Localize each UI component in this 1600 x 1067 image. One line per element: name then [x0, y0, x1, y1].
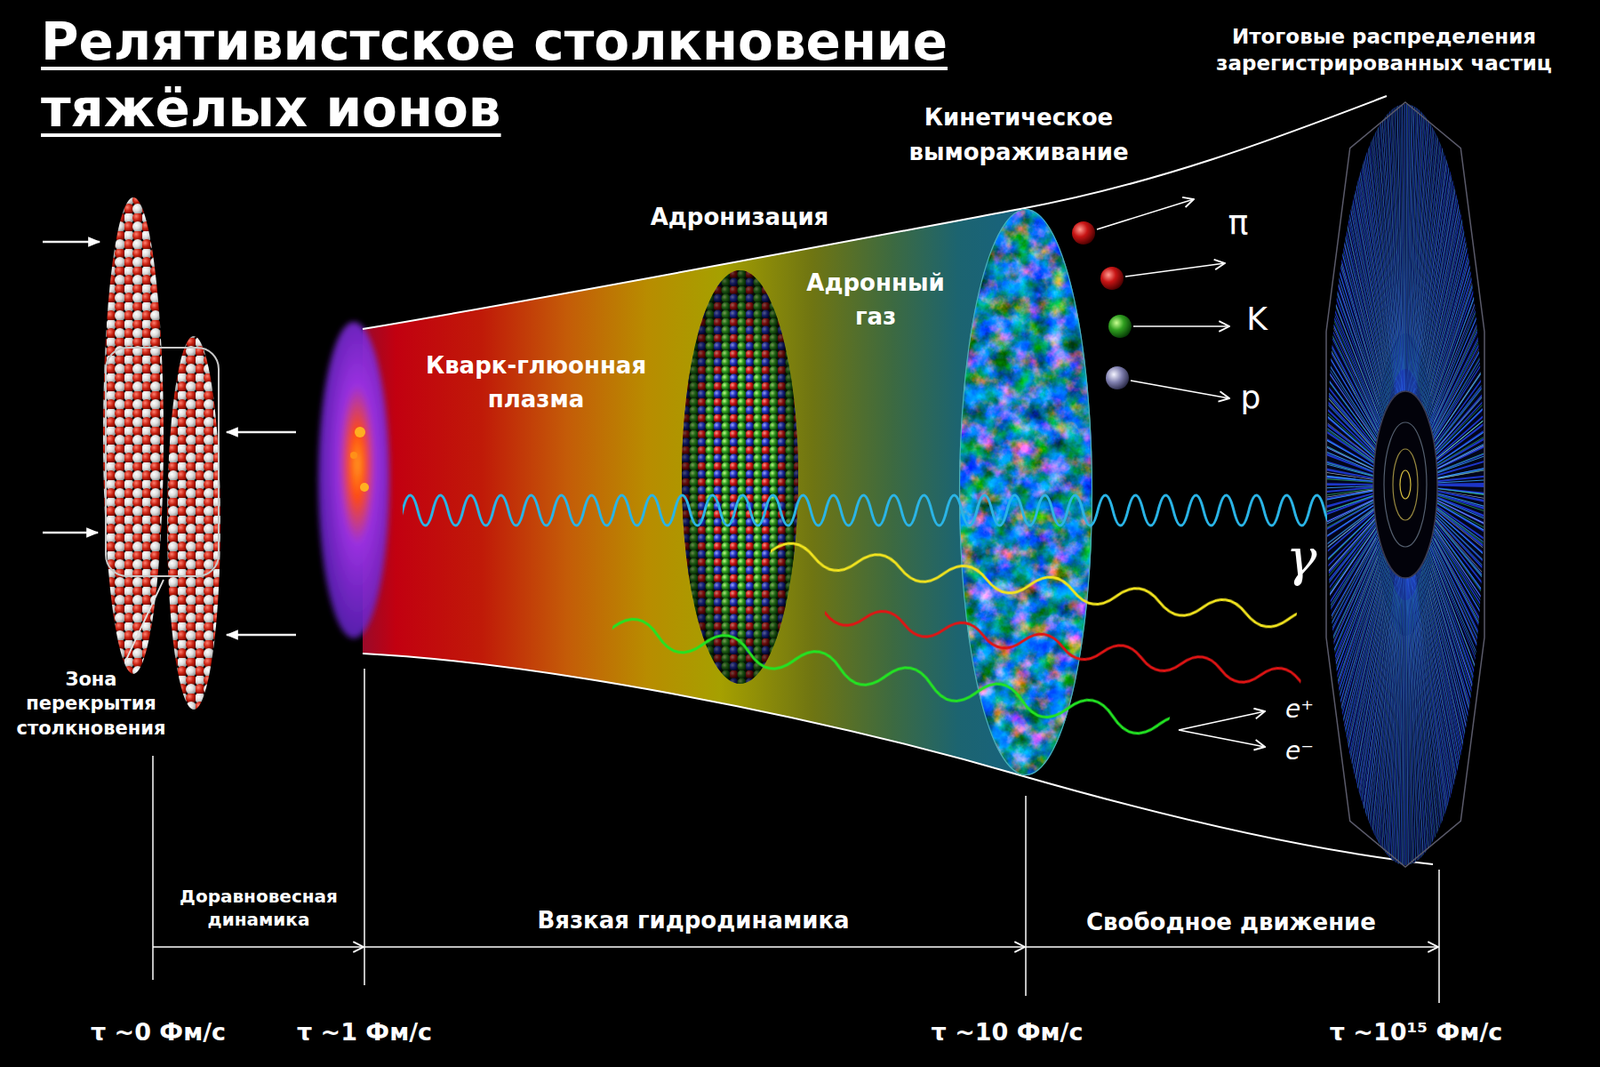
lepton-arrow [1178, 711, 1265, 730]
label-holder: τ ~10¹⁵ Фм/с [1309, 1016, 1523, 1048]
freezeout-surface [959, 208, 1093, 776]
hot-spot [360, 482, 369, 492]
lepton-arrow [1178, 729, 1265, 747]
motion-arrow [226, 633, 296, 637]
node-label: Зона перекрытия столкновения [8, 667, 174, 741]
particle-label: p [1224, 377, 1278, 416]
detector-shape [1326, 102, 1485, 867]
label-holder: τ ~10 Фм/с [900, 1016, 1114, 1048]
fireball-region [362, 208, 1024, 776]
hadron-cloud-shade [681, 270, 799, 684]
rrect-shape [104, 346, 220, 577]
motion-arrow [226, 431, 296, 434]
label-holder: π [1211, 202, 1265, 244]
lepton-label: e⁻ [1272, 736, 1327, 767]
detector-ring [1392, 448, 1418, 520]
label-holder: Доравновесная динамика [155, 884, 362, 931]
time-label: τ ~1 Фм/с [257, 1016, 472, 1048]
particle-arrow [1133, 325, 1230, 328]
motion-arrow [42, 531, 98, 535]
particle-label: K [1230, 299, 1284, 338]
detector-svg [1326, 102, 1485, 867]
label-holder: Кварк-глюонная плазма [384, 349, 688, 416]
label-holder: τ ~1 Фм/с [257, 1016, 472, 1048]
freeze-shape [959, 208, 1093, 776]
overlap-zone-outline [105, 347, 219, 576]
leader-line [125, 579, 164, 662]
label-holder: γ [1265, 529, 1337, 587]
detector-ground [1326, 102, 1485, 867]
time-label: τ ~10¹⁵ Фм/с [1309, 1016, 1523, 1048]
stage-label: Вязкая гидродинамика [417, 905, 969, 936]
expansion-edge [362, 653, 1433, 864]
hadron-shape [681, 270, 799, 684]
rrect-svg [104, 346, 220, 577]
time-tick [363, 668, 366, 985]
nucleus [167, 336, 221, 710]
time-tick [152, 755, 154, 980]
inner-detector [1373, 391, 1438, 578]
particle-arrow [1096, 199, 1194, 230]
nucleus [103, 197, 164, 674]
initial-fireball [318, 321, 390, 639]
time-tick [1024, 795, 1027, 996]
stage-label: Свободное движение [1035, 907, 1427, 938]
node-label: Итоговые распределения зарегистрированны… [1175, 24, 1593, 78]
particle-tracks [1350, 217, 1461, 752]
overlap-zone: Зона перекрытия столкновения [8, 346, 232, 741]
time-arrow [364, 945, 1025, 948]
detector-ring [1384, 422, 1427, 547]
stage-label: Доравновесная динамика [155, 884, 362, 931]
particle-sphere [1072, 221, 1096, 245]
hot-spot [354, 426, 366, 438]
particle-sphere [1108, 314, 1132, 338]
detector-display: Итоговые распределения зарегистрированны… [1175, 24, 1593, 867]
freezeout-ellipse: Кинетическое вымораживание [876, 100, 1161, 776]
label-holder: p [1224, 377, 1278, 416]
photon-wave [402, 490, 1328, 530]
phase-label: Адронный газ [800, 266, 952, 334]
time-label: τ ~0 Фм/с [51, 1016, 265, 1048]
detector-ring [1400, 470, 1411, 499]
label-holder: Адронный газ [800, 266, 952, 334]
particle-arrow [1130, 380, 1230, 399]
hot-spot [350, 451, 358, 459]
particle-arrow [1125, 263, 1225, 277]
particle-label: π [1211, 202, 1265, 244]
photon-label: γ [1265, 529, 1337, 587]
particle-sphere [1100, 266, 1124, 290]
time-arrow [1025, 945, 1439, 948]
motion-arrow [42, 240, 100, 244]
photon-wave [768, 535, 1299, 636]
label-holder: e⁺ [1272, 694, 1327, 725]
photon-wave [823, 597, 1304, 696]
hadron-svg [681, 270, 799, 684]
node-label: Адронизация [606, 202, 873, 233]
detector-outline [1326, 102, 1485, 867]
label-holder: Свободное движение [1035, 907, 1427, 938]
label-holder: Вязкая гидродинамика [417, 905, 969, 936]
freeze-svg [959, 208, 1093, 776]
lepton-label: e⁺ [1272, 694, 1327, 725]
time-label: τ ~10 Фм/с [900, 1016, 1114, 1048]
particle-tracks [1353, 235, 1457, 734]
virtual-photon-wave [609, 609, 1172, 744]
label-holder: K [1230, 299, 1284, 338]
label-holder: τ ~0 Фм/с [51, 1016, 265, 1048]
time-arrow [152, 945, 364, 948]
phase-label: Кварк-глюонная плазма [384, 349, 688, 416]
time-tick [1438, 869, 1440, 1003]
label-holder: e⁻ [1272, 736, 1327, 767]
hadron-cloud [681, 270, 799, 684]
freezeout-outline [960, 209, 1093, 776]
node-label: Кинетическое вымораживание [876, 100, 1161, 170]
particle-sphere [1105, 366, 1129, 390]
